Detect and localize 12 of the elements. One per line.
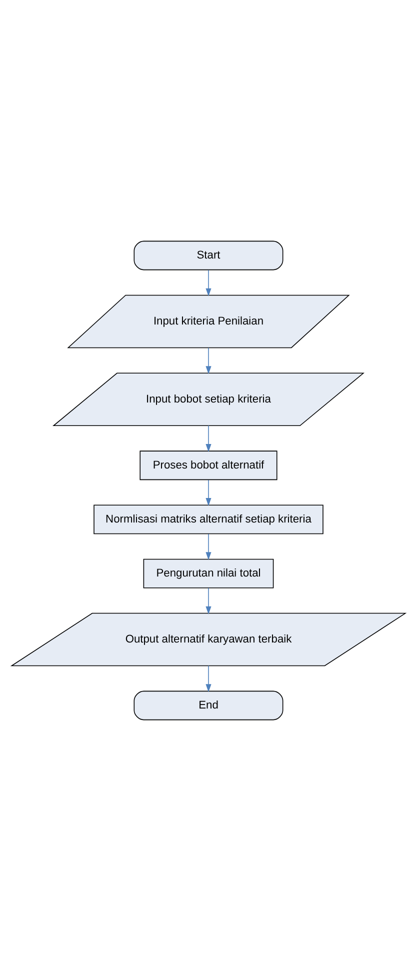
node-box: Start [134, 240, 284, 270]
node-box: Proses bobot alternatif [140, 450, 278, 480]
node-box: Pengurutan nilai total [143, 558, 274, 588]
arrow [206, 269, 212, 296]
arrow [206, 587, 212, 614]
arrow [206, 533, 212, 560]
arrow [206, 347, 212, 374]
arrow [206, 424, 212, 452]
arrow [206, 664, 212, 692]
arrow [206, 479, 212, 506]
node-box: Normlisasi matriks alternatif setiap kriteria [94, 504, 324, 534]
node-box: End [134, 690, 284, 720]
